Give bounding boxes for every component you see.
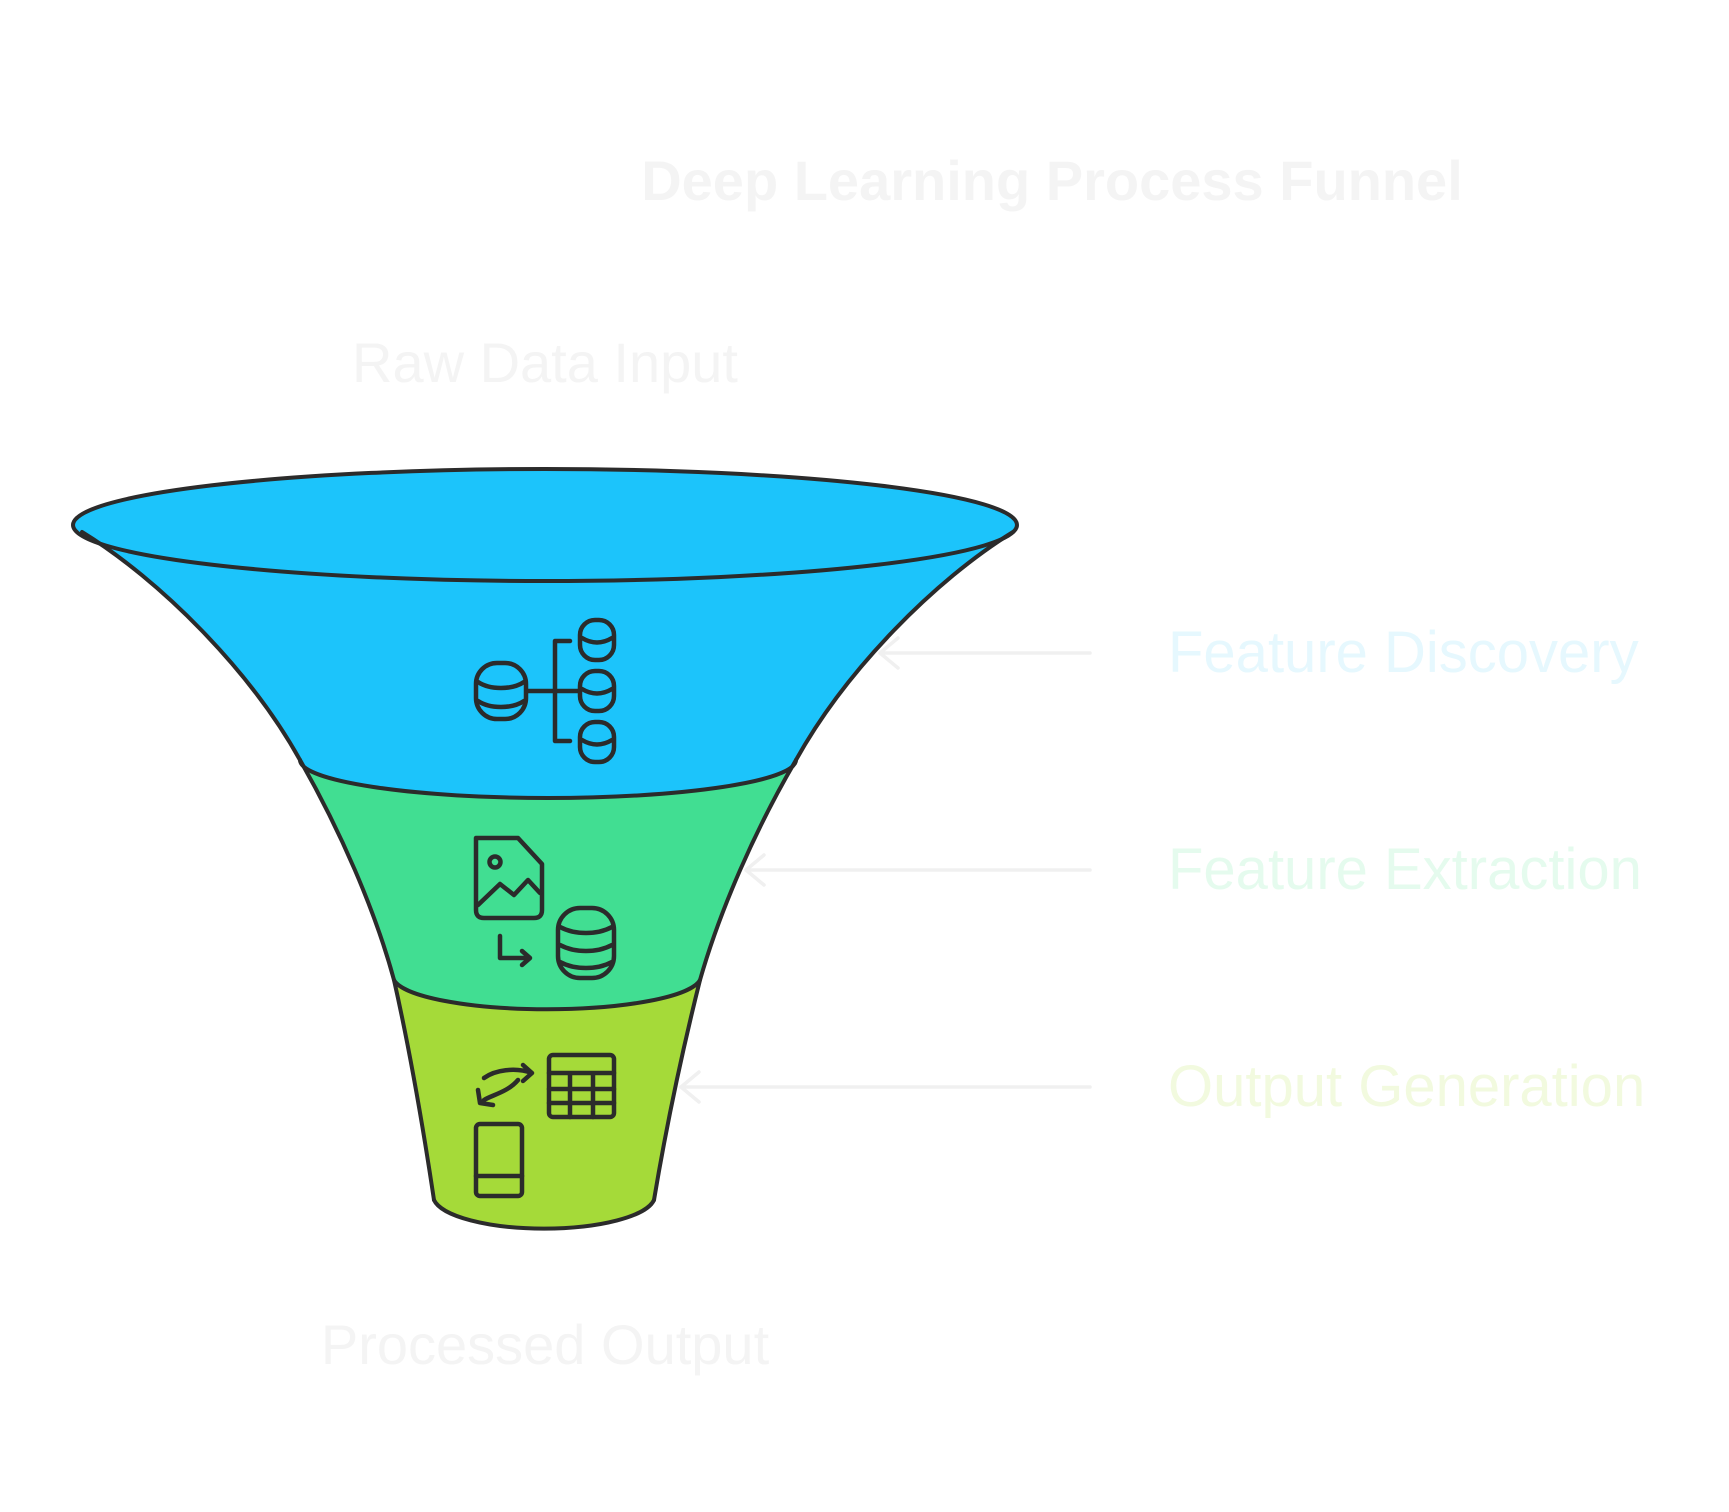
arrow-left-icon — [878, 636, 1092, 670]
funnel — [73, 469, 1017, 1229]
stage-label-feature-discovery: Feature Discovery — [1168, 620, 1639, 685]
funnel-stage-feature-extraction — [300, 760, 796, 1010]
stage-pointers — [679, 636, 1092, 1104]
arrow-left-icon — [744, 853, 1092, 887]
stage-label-output-generation: Output Generation — [1168, 1054, 1645, 1119]
diagram-title: Deep Learning Process Funnel — [641, 149, 1463, 212]
output-label: Processed Output — [321, 1313, 770, 1376]
funnel-outlines — [71, 467, 1019, 1231]
database-hierarchy-icon — [473, 617, 617, 765]
table-to-device-icon — [473, 1052, 617, 1199]
image-to-database-icon — [473, 835, 617, 981]
funnel-top-rim — [73, 469, 1017, 581]
stage-label-feature-extraction: Feature Extraction — [1168, 837, 1642, 902]
input-label: Raw Data Input — [352, 331, 738, 394]
arrow-left-icon — [679, 1070, 1092, 1104]
